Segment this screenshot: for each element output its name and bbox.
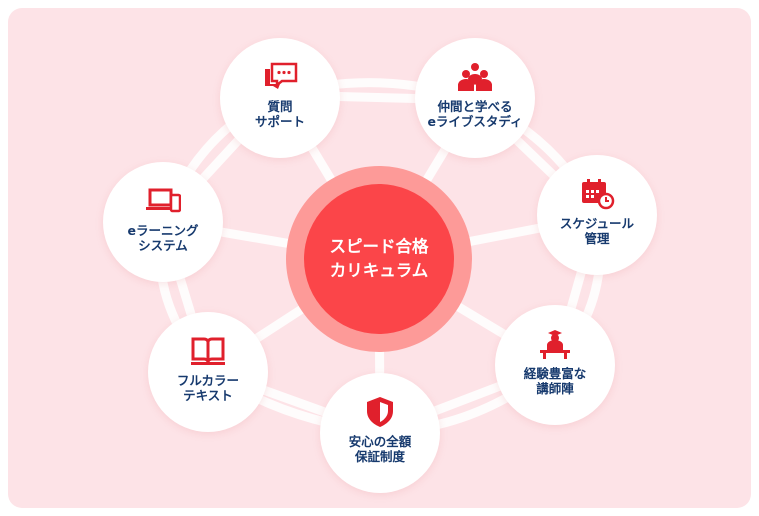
feature-label-line2: テキスト [183, 388, 233, 403]
feature-label-line1: 安心の全額 [348, 434, 412, 449]
feature-experienced-instructors: 経験豊富な 講師陣 [495, 305, 615, 425]
feature-label-line2: システム [138, 238, 188, 253]
center-title-line2: カリキュラム [329, 261, 429, 280]
feature-label-line1: eラーニング [127, 223, 199, 238]
feature-label-line1: スケジュール [559, 216, 635, 231]
group-people-icon [458, 63, 492, 91]
center-hub-inner: スピード合格 カリキュラム [304, 184, 454, 334]
feature-label-line2: 保証制度 [354, 449, 405, 464]
feature-elearning-system: eラーニング システム [103, 162, 223, 282]
feature-full-refund-guarantee: 安心の全額 保証制度 [320, 373, 440, 493]
feature-label-line2: eライブスタディ [427, 114, 523, 129]
feature-question-support: 質問 サポート [220, 38, 340, 158]
lecturer-icon [540, 330, 570, 359]
feature-label-line1: 仲間と学べる [437, 99, 513, 114]
calendar-clock-icon [582, 179, 615, 210]
shield-icon [367, 397, 393, 427]
feature-full-color-text: フルカラー テキスト [148, 312, 268, 432]
center-hub: スピード合格 カリキュラム [286, 166, 472, 352]
center-title-line1: スピード合格 [329, 237, 429, 256]
feature-label-line2: 管理 [584, 231, 610, 246]
feature-live-study: 仲間と学べる eライブスタディ [415, 38, 535, 158]
feature-label-line2: サポート [254, 114, 305, 129]
open-book-icon [191, 337, 225, 365]
feature-label-line1: フルカラー [176, 373, 240, 388]
feature-label-line1: 質問 [267, 99, 293, 114]
feature-schedule-management: スケジュール 管理 [537, 155, 657, 275]
feature-label-line1: 経験豊富な [523, 366, 587, 381]
chat-bubbles-icon [265, 62, 298, 89]
feature-label-line2: 講師陣 [536, 381, 574, 396]
laptop-phone-icon [146, 188, 181, 213]
